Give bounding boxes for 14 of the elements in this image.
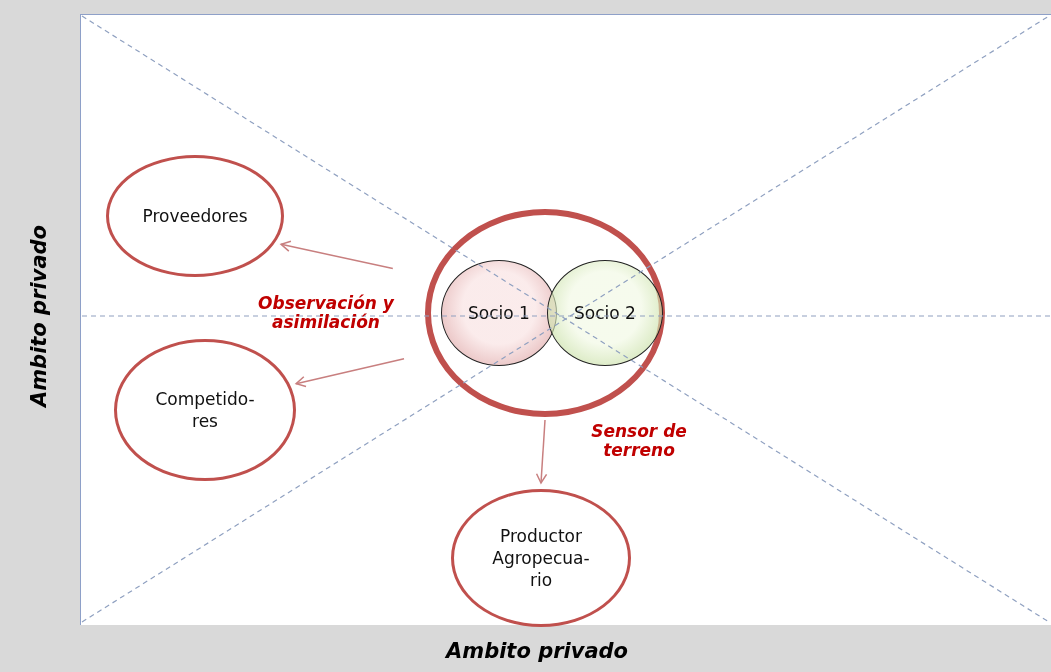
partner-circle — [441, 260, 557, 366]
node-label: Competido- res — [154, 387, 256, 433]
axis-label: Ambito privado — [446, 639, 629, 663]
node-label: Productor Agropecua- rio — [491, 524, 591, 592]
axis-label: Ambito privado — [27, 224, 52, 408]
flow-label: Observación y asimilación — [257, 293, 395, 333]
flow-label: Sensor de terreno — [590, 421, 688, 461]
arrow — [280, 240, 394, 270]
arrow — [535, 419, 548, 484]
node-label: Proveedores — [142, 204, 248, 228]
partner-circle — [547, 260, 663, 366]
node-label: Socio 1 — [468, 301, 530, 325]
arrow — [295, 358, 405, 388]
node-label: Socio 2 — [574, 301, 636, 325]
